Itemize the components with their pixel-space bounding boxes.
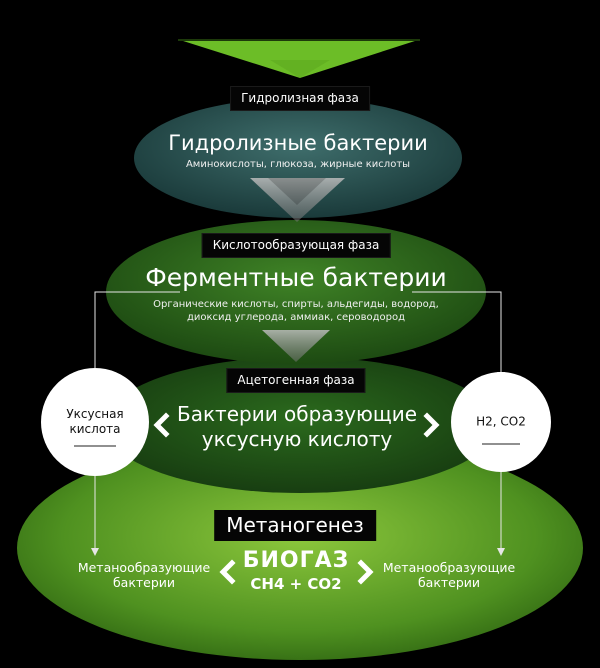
ellipse-hydrolysis <box>134 98 462 218</box>
chevron-left-icon <box>219 559 236 585</box>
phase-label-hydrolysis: Гидролизная фаза <box>230 86 370 111</box>
methanogen-bacteria-right-line1: Метанообразующие <box>382 560 516 575</box>
ellipse-methanogenesis <box>17 436 583 660</box>
biogas-formula: CH4 + CO2 <box>250 575 342 593</box>
ellipse-acid <box>106 220 486 364</box>
top-down-arrow <box>180 40 418 78</box>
phase-label-methanogenesis: Метаногенез <box>214 510 376 541</box>
chevron-icon <box>262 330 330 362</box>
methanogen-bacteria-right-line2: бактерии <box>417 575 481 590</box>
circle-acetic-acid <box>41 368 149 476</box>
methanogen-bacteria-left-line1: Метанообразующие <box>77 560 211 575</box>
phase-label-acetogenic: Ацетогенная фаза <box>226 368 366 393</box>
acid-products-line1: Органические кислоты, спирты, альдегиды,… <box>153 299 439 310</box>
ellipse-acetogenic <box>104 357 496 493</box>
page-title <box>0 0 600 18</box>
acid-products-line2: диоксид углерода, аммиак, сероводород <box>186 312 406 323</box>
acetic-acid-label: Уксусная кислота <box>66 407 123 437</box>
chevron-left-icon <box>153 412 170 438</box>
acetogenic-bacteria-line2: уксусную кислоту <box>201 427 393 451</box>
chevron-icon <box>250 178 345 222</box>
connector-left-top <box>94 291 180 376</box>
acetogenic-bacteria-line1: Бактерии образующие <box>176 402 418 426</box>
chevron-right-icon <box>423 412 440 438</box>
acid-bacteria-title: Ферментные бактерии <box>145 263 447 292</box>
acetic-acid-line1: Уксусная <box>66 407 124 421</box>
methanogen-bacteria-left-line2: бактерии <box>112 575 176 590</box>
hydrolysis-products: Аминокислоты, глюкоза, жирные кислоты <box>185 159 411 170</box>
phase-label-acid: Кислотообразующая фаза <box>201 233 391 258</box>
circle-h2-co2 <box>451 372 551 472</box>
h2-co2-label: H2, CO2 <box>476 414 526 429</box>
biogas-title: БИОГАЗ <box>242 548 350 573</box>
connector-right-top <box>412 291 502 376</box>
chevron-right-icon <box>357 559 374 585</box>
hydrolysis-bacteria-title: Гидролизные бактерии <box>168 131 428 155</box>
acetic-acid-line2: кислота <box>69 422 121 436</box>
